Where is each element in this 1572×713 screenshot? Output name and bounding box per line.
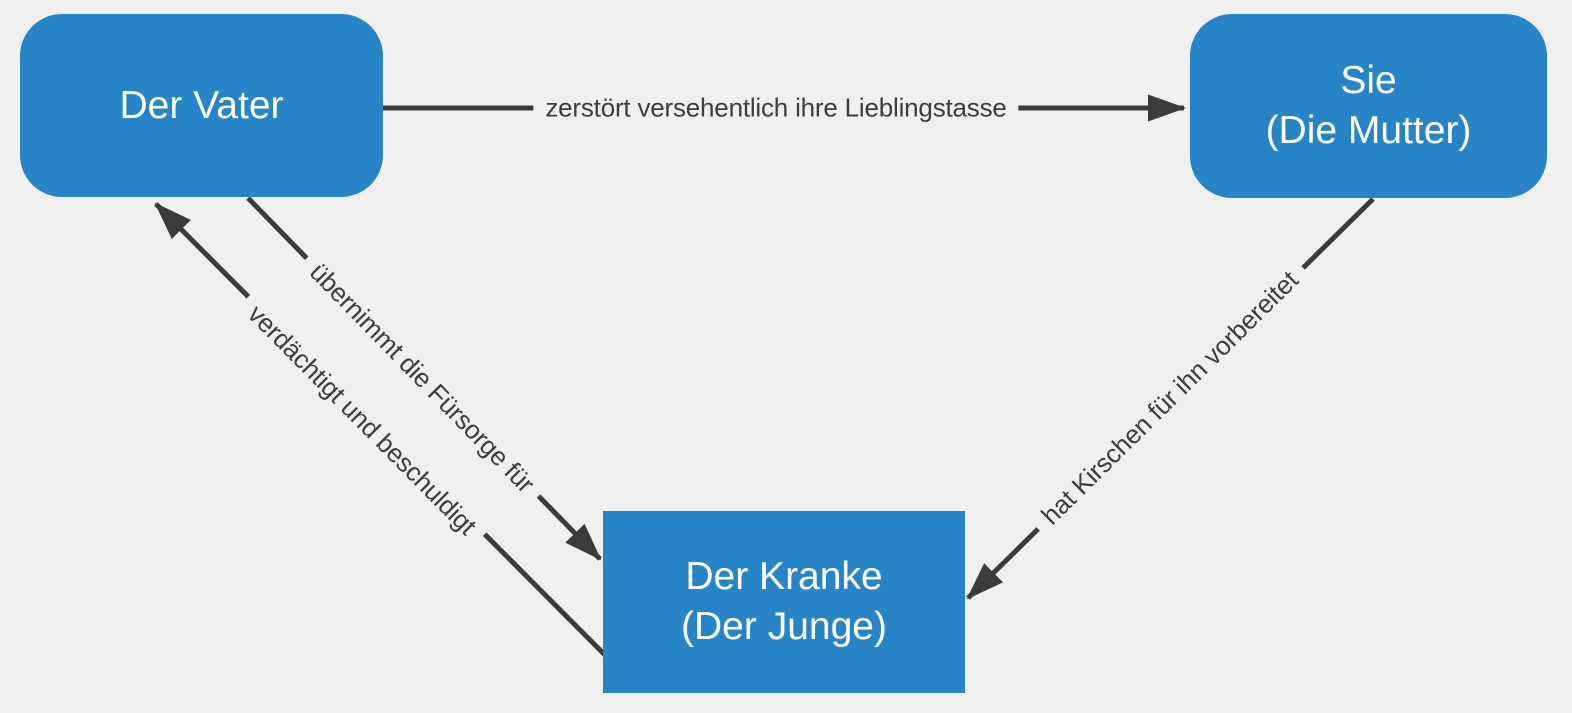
edge-label-zerstoert-versehentlich: zerstört versehentlich ihre Lieblingstas… xyxy=(533,90,1019,126)
node-der-vater: Der Vater xyxy=(20,14,383,197)
node-sie-die-mutter: Sie (Die Mutter) xyxy=(1190,14,1547,198)
node-der-vater-label: Der Vater xyxy=(119,83,284,127)
node-der-kranke-der-junge: Der Kranke (Der Junge) xyxy=(603,511,965,693)
node-sie-die-mutter-label-line1: Sie xyxy=(1340,59,1397,103)
node-sie-die-mutter-label-line2: (Die Mutter) xyxy=(1265,109,1472,152)
node-der-kranke-label-line2: (Der Junge) xyxy=(681,605,887,648)
node-der-kranke-label-line1: Der Kranke xyxy=(685,555,883,599)
